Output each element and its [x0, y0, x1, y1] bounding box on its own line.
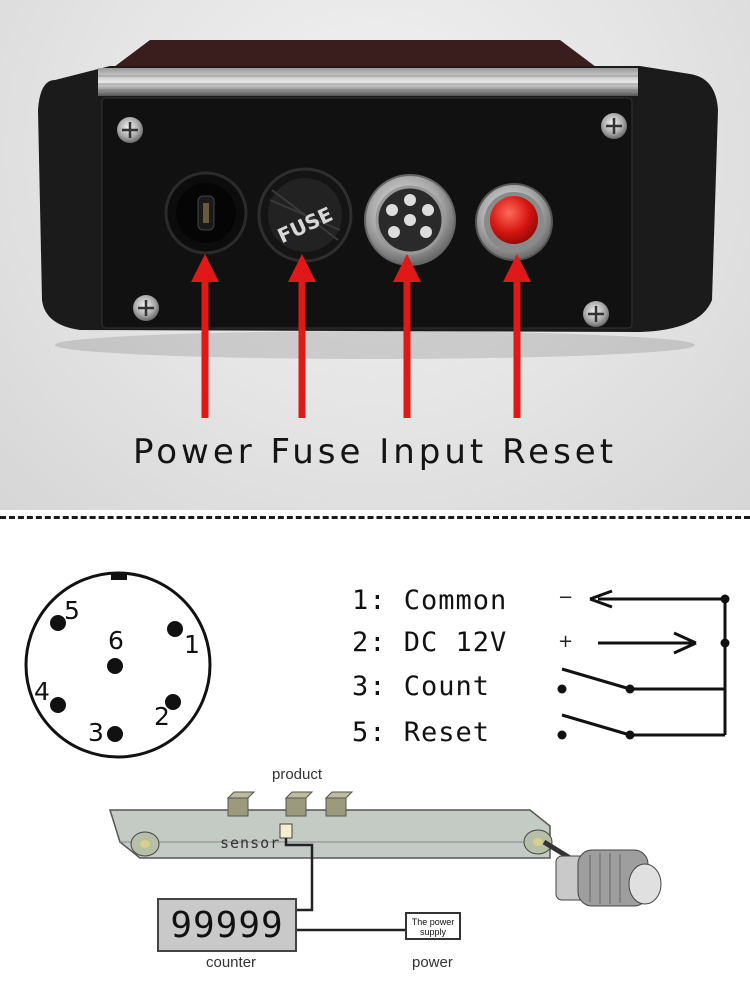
power-label: power: [412, 954, 453, 971]
product-label: product: [272, 766, 323, 783]
screw-icon: [133, 295, 159, 321]
pin-3-dot: [107, 726, 123, 742]
sensor-wire: [284, 838, 314, 912]
screw-icon: [117, 117, 143, 143]
pin-6-dot: [107, 658, 123, 674]
wire-label-count: 3: Count: [352, 671, 491, 702]
counter-display: 99999: [157, 898, 297, 952]
wire-label-reset: 5: Reset: [352, 717, 491, 748]
device-illustration: FUSE: [38, 40, 718, 418]
product-boxes-icon: [226, 791, 354, 817]
drive-shaft: [542, 839, 572, 861]
reset-button-icon: [475, 183, 553, 261]
key-notch: [111, 574, 127, 580]
pin-2-dot: [165, 694, 181, 710]
wire-label-dc12v: 2: DC 12V: [352, 627, 508, 658]
pinout-diagram: 1 2 3 4 5 6: [18, 570, 223, 760]
device-photo: FUSE Power Fuse Input Reset: [0, 0, 750, 510]
conveyor-belt: [108, 809, 551, 859]
polarity-plus: +: [558, 631, 574, 652]
dashed-divider: [0, 516, 750, 519]
wiring-diagram: 1: Common 2: DC 12V 3: Count 5: Reset − …: [340, 565, 750, 755]
pin-label: 2: [154, 702, 170, 731]
power-jack-icon: [164, 171, 248, 255]
sensor-icon: [279, 823, 293, 839]
wire-label-common: 1: Common: [352, 585, 508, 616]
screw-icon: [583, 301, 609, 327]
conveyor-diagram: product sensor 99999 The power: [100, 760, 680, 1000]
count-switch: [561, 667, 631, 691]
fuse-holder-icon: FUSE: [257, 167, 353, 263]
arrow-left-icon: [589, 589, 613, 609]
top-strip: [98, 68, 638, 96]
power-supply-box: The power supply: [405, 912, 461, 940]
polarity-minus: −: [558, 587, 574, 608]
pin-5-dot: [50, 615, 66, 631]
pin-label: 1: [184, 630, 200, 659]
sensor-label: sensor: [220, 834, 281, 852]
arrow-right-icon: [673, 631, 697, 655]
screen-edge: [110, 40, 600, 70]
counter-label: counter: [206, 954, 257, 971]
pin-label: 4: [34, 677, 50, 706]
connector-outline: [24, 571, 212, 759]
pin-1-dot: [167, 621, 183, 637]
pin-label: 3: [88, 718, 104, 747]
pin-label: 5: [64, 596, 80, 625]
reset-switch: [561, 713, 631, 737]
pin-label: 6: [108, 626, 124, 655]
port-caption: Power Fuse Input Reset: [132, 432, 618, 472]
pin-4-dot: [50, 697, 66, 713]
input-connector-icon: [364, 174, 456, 266]
motor-icon: [555, 849, 662, 907]
screw-icon: [601, 113, 627, 139]
